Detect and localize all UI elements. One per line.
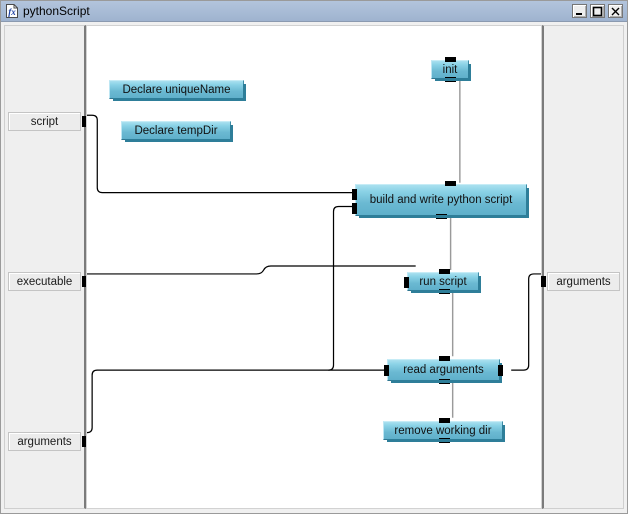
node-run-top-tab [439,269,450,274]
input-port-column: script executable arguments [4,25,87,509]
connection-wires [87,78,541,434]
output-port-arguments-label: arguments [556,275,611,288]
node-read-top-tab [439,356,450,361]
node-build-top-tab [445,181,456,186]
node-build-input-1-tab [352,189,357,200]
output-port-column: arguments [541,25,624,509]
node-read-output-tab [498,365,503,376]
node-run-input-tab [404,277,409,288]
window-body: script executable arguments [1,22,627,513]
node-run-bottom-tab [439,289,450,294]
node-declare-unique-name[interactable]: Declare uniqueName [109,80,246,101]
minimize-button[interactable] [572,4,587,18]
data-wire-script-to-build [87,114,363,194]
executable-port-connector [82,276,87,287]
node-build-bottom-tab [436,214,447,219]
node-init-top-tab [445,57,456,62]
input-port-arguments-label: arguments [17,435,72,448]
input-port-script[interactable]: script [8,112,81,131]
node-run-script[interactable]: run script [404,269,481,294]
node-read-arguments[interactable]: read arguments [384,356,503,384]
maximize-button[interactable] [590,4,605,18]
arguments-output-connector [541,276,546,287]
input-port-executable-label: executable [16,275,73,288]
output-port-arguments[interactable]: arguments [547,272,620,291]
node-remove-top-tab [439,418,450,423]
flow-wire-group [449,78,461,418]
node-declare-temp-dir[interactable]: Declare tempDir [121,121,233,142]
node-init[interactable]: init [431,57,471,82]
graph-canvas[interactable]: init Declare uniqueName Declare tempDir … [86,25,542,509]
node-declare-unique-name-label: Declare uniqueName [122,83,231,96]
node-read-arguments-label: read arguments [403,364,484,376]
node-run-script-label: run script [419,275,467,288]
input-port-executable[interactable]: executable [8,272,81,291]
data-wire-arguments-to-read [87,369,396,434]
data-wire-group [87,114,541,434]
arguments-port-connector [82,436,87,447]
node-remove-working-dir-label: remove working dir [394,424,492,437]
window-title: pythonScript [23,4,90,18]
input-port-arguments[interactable]: arguments [8,432,81,451]
close-button[interactable] [608,4,623,18]
function-document-icon: fx [5,4,19,18]
node-remove-bottom-tab [439,438,450,443]
node-declare-temp-dir-label: Declare tempDir [134,124,218,137]
window-controls [572,4,625,18]
node-init-label: init [442,63,458,76]
node-read-input-tab [384,365,389,376]
svg-text:fx: fx [8,7,16,17]
node-build-input-2-tab [352,203,357,214]
node-build-and-write-python-script[interactable]: build and write python script [352,181,529,219]
window-titlebar[interactable]: fx pythonScript [1,1,627,22]
data-wire-executable-to-run [87,265,416,275]
script-port-connector [82,116,87,127]
data-wire-build-input2-riser [328,205,363,371]
node-build-label: build and write python script [369,194,513,206]
data-wire-read-to-output [511,273,541,371]
node-init-bottom-tab [445,77,456,82]
node-remove-working-dir[interactable]: remove working dir [383,418,505,443]
node-read-bottom-tab [439,379,450,384]
input-port-script-label: script [30,115,59,128]
